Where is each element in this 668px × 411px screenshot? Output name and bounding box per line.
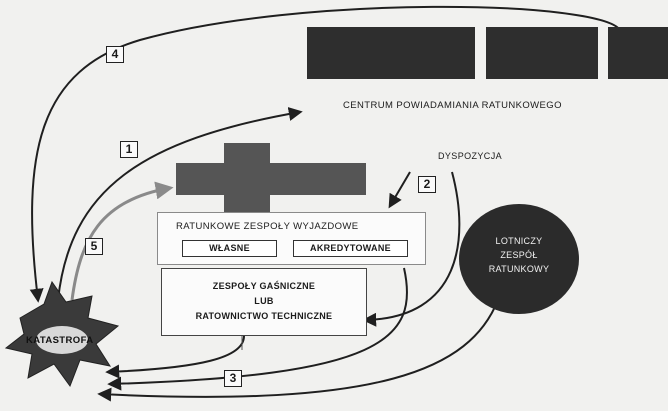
arrow-teams-to-catastrophe xyxy=(107,267,408,391)
step-4-box: 4 xyxy=(106,46,124,63)
own-teams-box: WŁASNE xyxy=(182,240,277,257)
accredited-teams-box: AKREDYTOWANE xyxy=(293,240,408,257)
step-2-box: 2 xyxy=(418,176,436,193)
air-rescue-label: LOTNICZY ZESPÓŁ RATUNKOWY xyxy=(488,236,550,274)
arrow-4-cpr-to-catastrophe xyxy=(29,5,621,303)
arrow-dispatch-to-fire xyxy=(362,171,461,327)
fire-teams-panel: ZESPOŁY GAŚNICZNE LUB RATOWNICTWO TECHNI… xyxy=(161,268,367,336)
cpr-label: CENTRUM POWIADAMIANIA RATUNKOWEGO xyxy=(343,100,562,111)
air-rescue-circle: LOTNICZY ZESPÓŁ RATUNKOWY xyxy=(459,204,579,314)
step-1-box: 1 xyxy=(120,141,138,158)
arrow-1-catastrophe-to-cpr xyxy=(57,107,303,301)
hospital-cross-horizontal xyxy=(176,163,366,195)
response-teams-label: RATUNKOWE ZESPOŁY WYJAZDOWE xyxy=(176,221,359,232)
cpr-bar-right xyxy=(608,27,668,79)
catastrophe-label: KATASTROFA xyxy=(26,335,94,346)
cpr-bar-middle xyxy=(486,27,598,79)
arrow-2-dispatch xyxy=(388,171,411,209)
arrow-air-to-catastrophe xyxy=(97,299,499,402)
response-teams-panel: RATUNKOWE ZESPOŁY WYJAZDOWE WŁASNE AKRED… xyxy=(157,212,426,265)
step-3-box: 3 xyxy=(224,370,242,387)
arrow-3-fire-to-catastrophe xyxy=(105,335,245,379)
step-5-box: 5 xyxy=(85,238,103,255)
cpr-bar-left xyxy=(307,27,475,79)
arrow-5-catastrophe-to-hospital xyxy=(70,181,174,301)
fire-teams-label: ZESPOŁY GAŚNICZNE LUB RATOWNICTWO TECHNI… xyxy=(195,281,333,321)
dispatch-label: DYSPOZYCJA xyxy=(438,151,503,161)
